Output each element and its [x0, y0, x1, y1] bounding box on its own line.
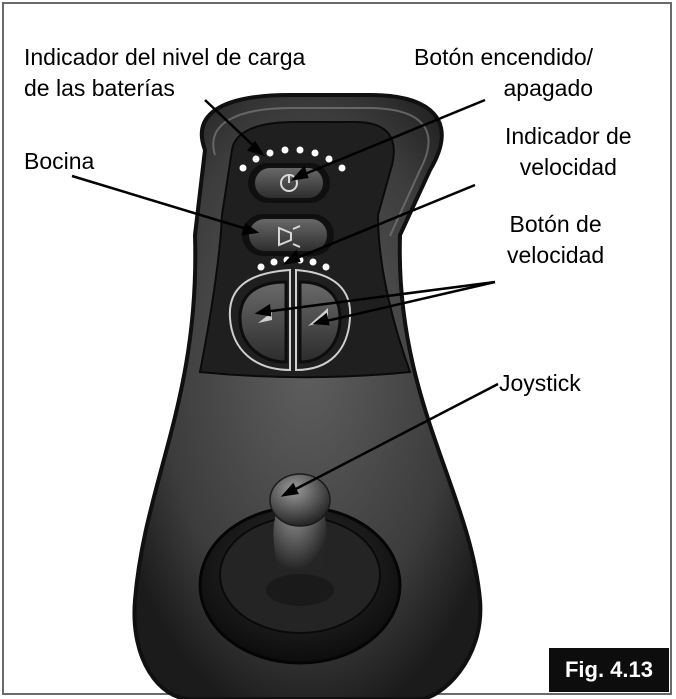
- power-icon: [280, 174, 298, 192]
- battery-level-leds: [239, 146, 346, 172]
- battery-indicator-label: Indicador del nivel de carga de las bate…: [24, 44, 306, 101]
- horn-icon: [278, 225, 301, 248]
- horn-button[interactable]: [242, 214, 334, 256]
- horn-label: Bocina: [24, 148, 95, 174]
- power-button-label: Botón encendido/ apagado: [414, 44, 594, 101]
- speed-buttons-label: Botón de velocidad: [507, 211, 605, 268]
- callout-lines: [71, 98, 499, 497]
- housing-rim: [212, 107, 430, 237]
- figure-label: Fig. 4.13: [549, 648, 669, 692]
- speed-indicator-label: Indicador de velocidad: [505, 123, 632, 180]
- joystick[interactable]: [266, 473, 334, 606]
- joystick-label: Joystick: [499, 370, 581, 396]
- speed-decrease-button[interactable]: [238, 280, 288, 364]
